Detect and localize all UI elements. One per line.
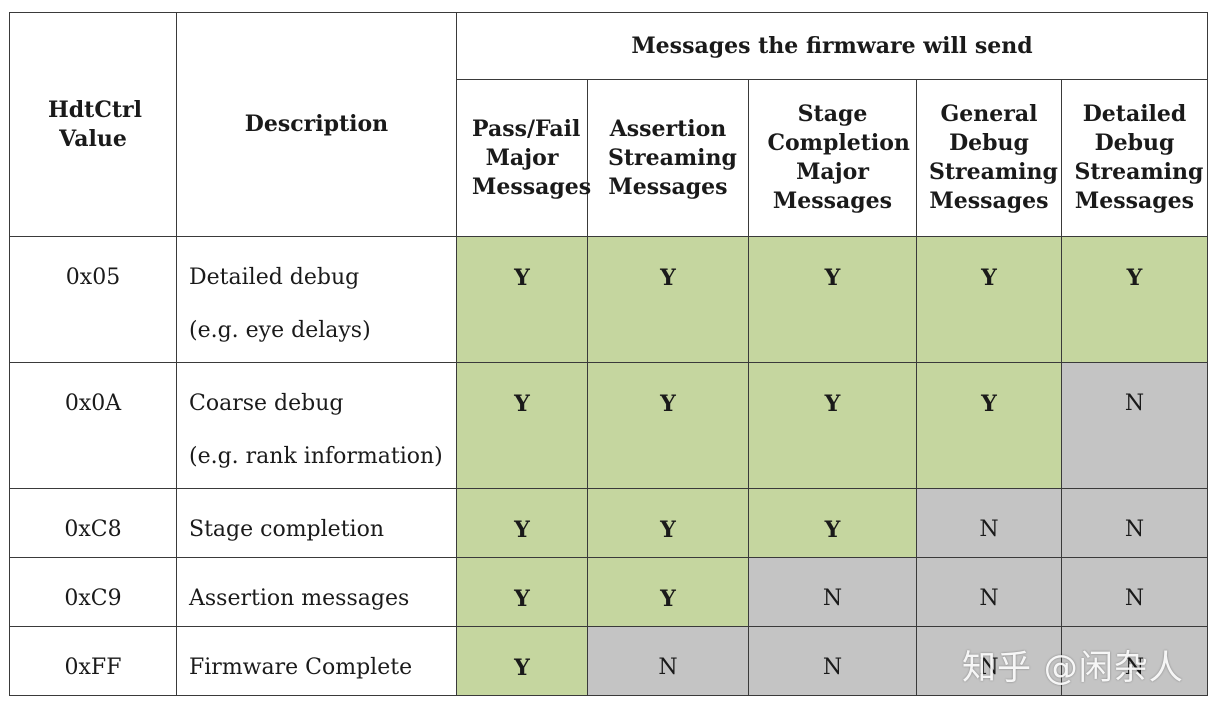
message-flag-cell: Y [748,236,917,363]
message-flag-cell: Y [456,362,588,489]
description-line-2: (e.g. rank information) [189,444,443,469]
message-flag-cell: N [916,488,1062,558]
message-flag-cell: Y [587,362,749,489]
header-column: Assertion Streaming Messages [587,79,749,237]
message-flag-cell: N [587,626,749,696]
header-column-label: Assertion Streaming Messages [608,115,737,200]
message-flag-cell: Y [748,488,917,558]
description-line-1: Coarse debug [189,391,344,416]
message-flag-cell: N [1060,626,1209,696]
description-line-1: Assertion messages [189,586,410,611]
message-flag-cell: Y [1060,236,1209,363]
message-flag-cell: Y [456,557,588,627]
header-messages-group: Messages the firmware will send [455,12,1209,80]
description-cell: Coarse debug (e.g. rank information) [176,362,457,489]
message-flag-cell: N [1060,557,1209,627]
message-flag-cell: Y [587,236,749,363]
description-line-2: (e.g. eye delays) [189,318,371,343]
message-flag-cell: Y [456,626,588,696]
header-column-label: Pass/Fail Major Messages [472,115,592,200]
message-flag-cell: N [1060,488,1209,558]
hdtctrl-value-cell: 0x05 [9,236,177,363]
description-cell: Assertion messages [176,557,457,627]
message-flag-cell: Y [587,488,749,558]
watermark: 知乎 @闲杂人 [962,648,1184,688]
description-cell: Firmware Complete [176,626,457,696]
header-column: Stage Completion Major Messages [748,79,917,237]
header-column-label: Stage Completion Major Messages [767,101,910,214]
description-line-1: Stage completion [189,517,384,542]
header-column: Pass/Fail Major Messages [456,79,592,237]
description-line-1: Detailed debug [189,265,360,290]
message-flag-cell: Y [916,362,1062,489]
header-hdtctrl-value: HdtCtrl Value [9,12,177,237]
message-flag-cell: Y [456,236,588,363]
message-flag-cell: Y [916,236,1062,363]
hdtctrl-table: HdtCtrl Value Description Messages the f… [9,12,1209,696]
message-flag-cell: Y [748,362,917,489]
header-column: General Debug Streaming Messages [916,79,1062,237]
description-line-1: Firmware Complete [189,655,413,680]
message-flag-cell: Y [587,557,749,627]
hdtctrl-value-cell: 0xC8 [9,488,177,558]
hdtctrl-value-cell: 0xFF [9,626,177,696]
message-flag-cell: N [748,557,917,627]
message-flag-cell: N [916,557,1062,627]
message-flag-cell: Y [456,488,588,558]
header-description: Description [176,12,457,237]
header-column-label: General Debug Streaming Messages [929,101,1058,214]
message-flag-cell: N [1060,362,1209,489]
description-cell: Stage completion [176,488,457,558]
message-flag-cell: N [916,626,1062,696]
table-row: 0x0A Coarse debug (e.g. rank information) Y… [9,362,1209,489]
hdtctrl-value-cell: 0xC9 [9,557,177,627]
hdtctrl-value-cell: 0x0A [9,362,177,489]
message-flag-cell: N [748,626,917,696]
description-cell: Detailed debug (e.g. eye delays) [176,236,457,363]
header-column-label: Detailed Debug Streaming Messages [1074,101,1204,214]
header-column: Detailed Debug Streaming Messages [1060,79,1209,237]
